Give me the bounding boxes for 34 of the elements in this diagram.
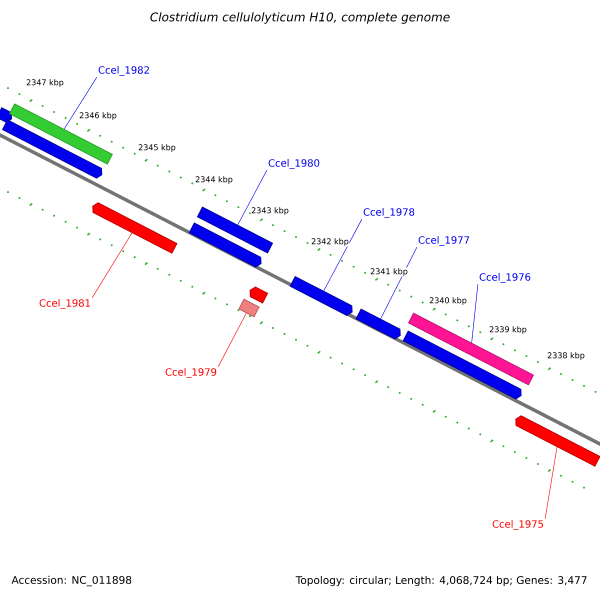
leader-line <box>92 232 132 298</box>
gene-feature <box>515 415 600 467</box>
leader-line <box>471 284 478 344</box>
gene-label: Ccel_1975 <box>492 520 544 530</box>
leader-line <box>237 170 268 226</box>
gene-feature <box>2 119 102 179</box>
gene-label: Ccel_1982 <box>98 66 149 76</box>
gene-feature <box>0 107 12 123</box>
gene-label: Ccel_1979 <box>166 368 216 378</box>
leader-line <box>218 312 247 368</box>
leader-line <box>64 76 98 130</box>
gene-feature <box>92 202 178 254</box>
genome-info-text: Topology: circular; Length: 4,068,724 bp; Genes: 3,477 <box>296 576 587 586</box>
scale-label: 2339 kbp <box>488 326 528 334</box>
scale-label: 2345 kbp <box>138 144 176 152</box>
scale-label: 2347 kbp <box>26 78 64 88</box>
scale-label: 2341 kbp <box>370 268 408 276</box>
gene-label: Ccel_1978 <box>364 208 414 218</box>
gene-label: Ccel_1981 <box>40 299 90 309</box>
scale-label: 2342 kbp <box>310 238 350 246</box>
gene-feature <box>355 308 401 340</box>
gene-label: Ccel_1977 <box>418 236 470 246</box>
title: Clostridium cellulolyticum H10, complete genome <box>150 12 450 24</box>
leader-line <box>323 218 362 292</box>
leader-line <box>380 246 418 320</box>
leader-line <box>544 446 558 520</box>
scale-label: 2338 kbp <box>546 352 586 360</box>
scale-label: 2343 kbp <box>250 206 290 216</box>
scale-label: 2346 kbp <box>78 112 118 120</box>
gene-label: Ccel_1976 <box>480 273 530 283</box>
accession-text: Accession: NC_011898 <box>12 576 132 586</box>
scale-label: 2340 kbp <box>428 296 468 306</box>
gene-label: Ccel_1980 <box>268 159 320 169</box>
scale-label: 2344 kbp <box>194 176 234 184</box>
